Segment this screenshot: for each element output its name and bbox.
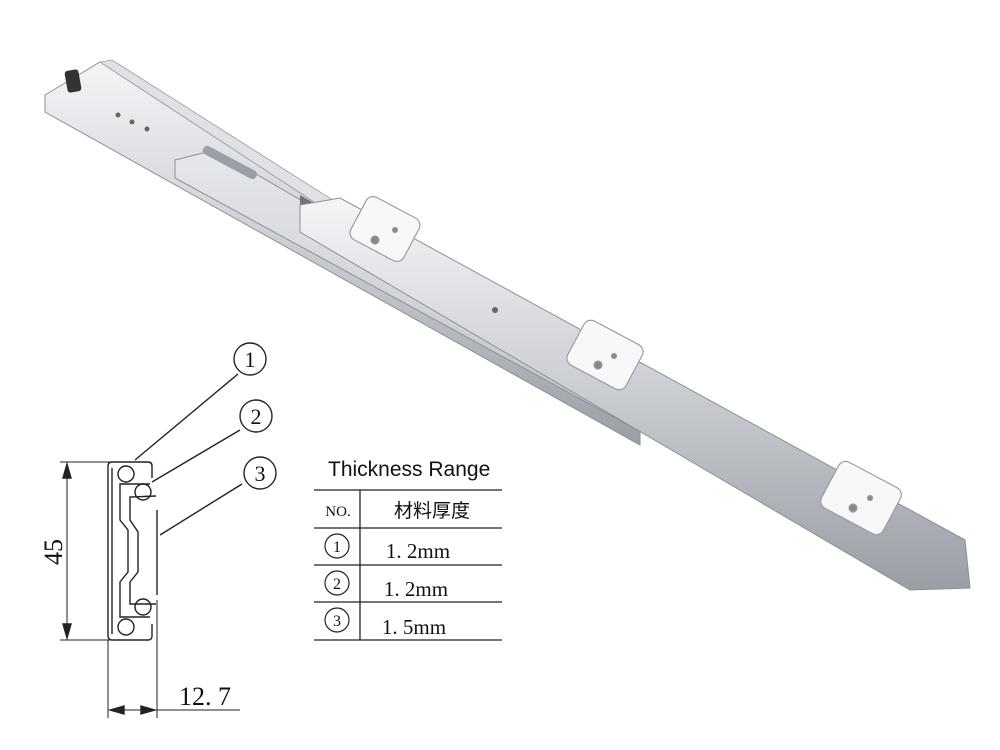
inner-profile bbox=[129, 495, 157, 605]
callout-1 bbox=[233, 342, 267, 376]
row-no: 3 bbox=[333, 613, 341, 630]
drawer-slide-rail bbox=[44, 59, 971, 591]
header-no: NO. bbox=[325, 504, 350, 520]
width-dimension-label: 12. 7 bbox=[179, 682, 231, 711]
callout-label-3: 3 bbox=[255, 461, 266, 486]
row-thickness: 1. 2mm bbox=[384, 577, 448, 601]
callout-label-2: 2 bbox=[251, 404, 262, 429]
inner-member bbox=[299, 197, 971, 591]
height-dimension-label: 45 bbox=[39, 539, 68, 565]
row-no: 1 bbox=[333, 539, 341, 556]
header-material-thickness: 材料厚度 bbox=[394, 500, 470, 522]
leader-line-1 bbox=[134, 373, 239, 461]
mounting-bracket bbox=[349, 195, 902, 536]
leader-line-2 bbox=[151, 429, 241, 483]
leader-line-3 bbox=[159, 483, 243, 536]
thickness-table-lines bbox=[314, 489, 502, 641]
row-number-circle bbox=[324, 570, 350, 596]
row-number-circle bbox=[324, 533, 350, 559]
row-no: 2 bbox=[333, 576, 341, 593]
rear-bumper bbox=[64, 69, 82, 93]
row-number-circle bbox=[324, 607, 350, 633]
callout-label-1: 1 bbox=[245, 347, 256, 372]
cross-section-diagram bbox=[60, 342, 277, 718]
callout-2 bbox=[239, 399, 273, 433]
row-thickness: 1. 5mm bbox=[382, 615, 446, 639]
middle-profile bbox=[119, 483, 150, 618]
outer-profile bbox=[107, 461, 153, 641]
row-thickness: 1. 2mm bbox=[386, 539, 450, 563]
table-title: Thickness Range bbox=[328, 458, 491, 481]
callout-3 bbox=[243, 456, 277, 490]
